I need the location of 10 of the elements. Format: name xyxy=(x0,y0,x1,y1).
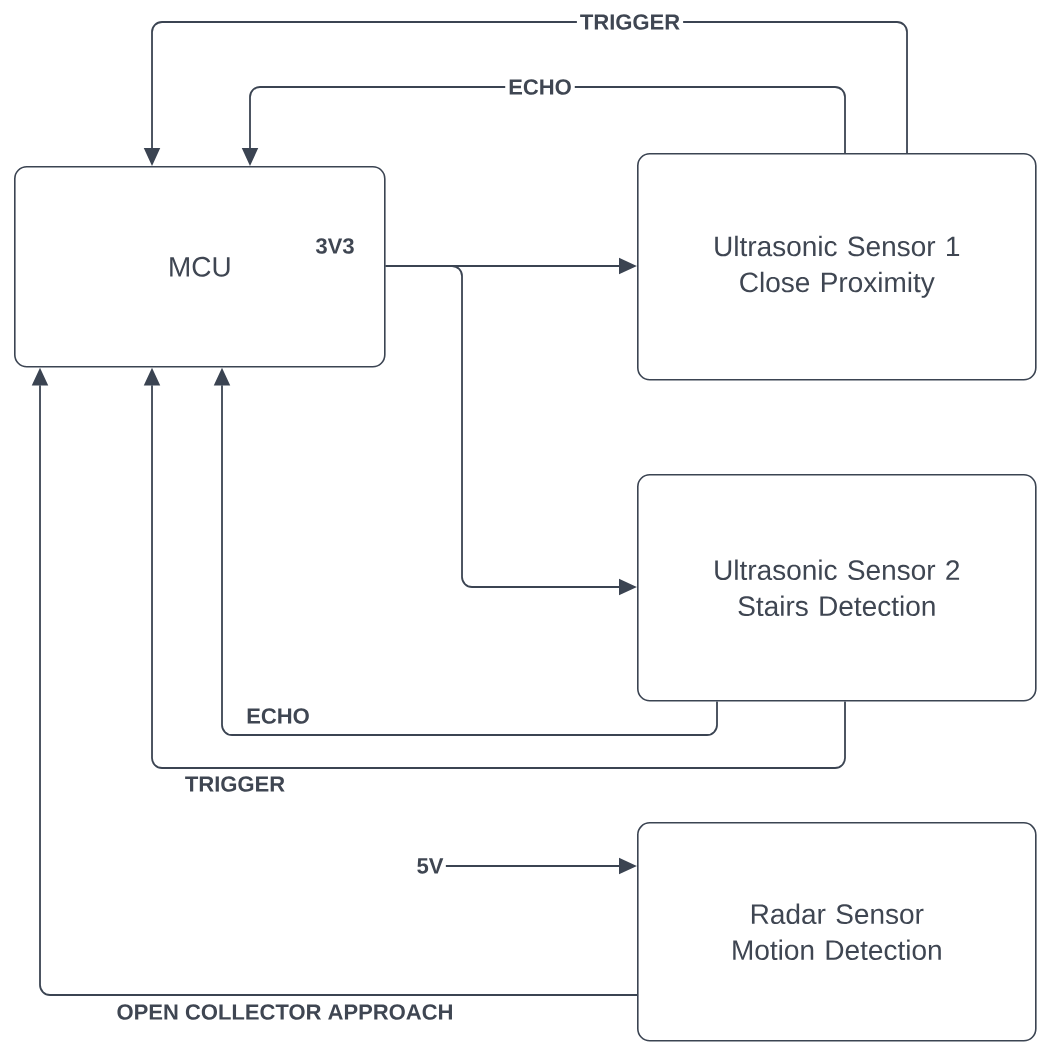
edge-label: TRIGGER xyxy=(181,773,289,795)
sensor-box: Ultrasonic Sensor 1 Close Proximity xyxy=(637,153,1037,381)
sensor-box: Radar Sensor Motion Detection xyxy=(637,822,1037,1042)
edge-label: 3V3 xyxy=(312,235,358,257)
edge-label: OPEN COLLECTOR APPROACH xyxy=(113,1001,457,1023)
sensor-box: Ultrasonic Sensor 2 Stairs Detection xyxy=(637,474,1037,702)
edge-label: ECHO xyxy=(243,705,313,727)
signal-label: 5V xyxy=(417,858,444,874)
edge-label: ECHO xyxy=(505,76,575,98)
edge-label: TRIGGER xyxy=(576,11,684,33)
